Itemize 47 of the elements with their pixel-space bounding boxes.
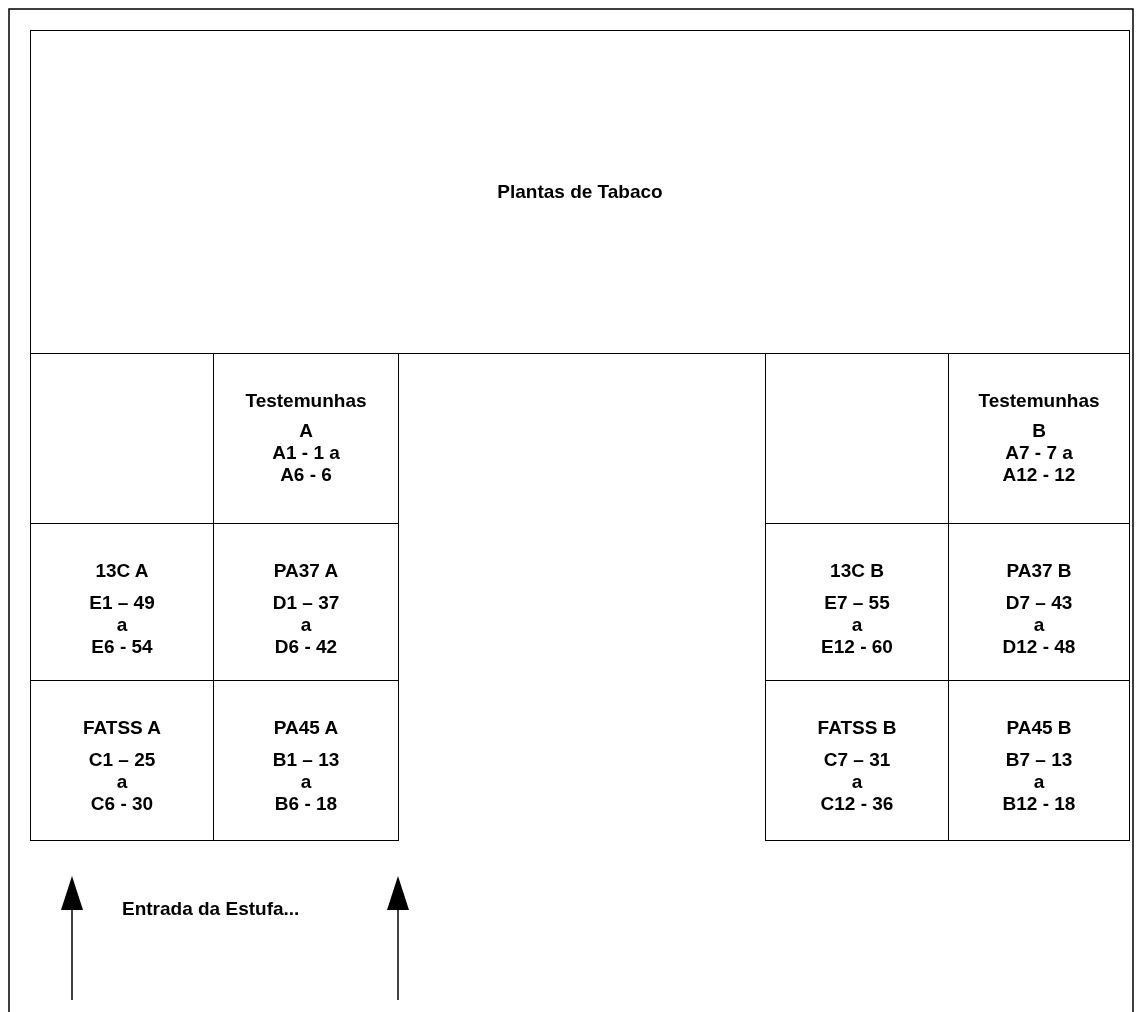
plot-range-text: D12 - 48 <box>1002 636 1076 658</box>
plot-range-text: E7 – 55 <box>824 592 890 614</box>
group-title: Testemunhas <box>245 390 367 412</box>
plot-range-text: a <box>851 614 863 636</box>
group-title: Testemunhas <box>978 390 1100 412</box>
group-title: 13C B <box>830 560 884 582</box>
plot-range-text: A12 - 12 <box>1002 464 1076 486</box>
field-area <box>30 30 1130 354</box>
plot-range-text: C12 - 36 <box>820 793 894 815</box>
plot-range-text: a <box>300 771 312 793</box>
plot-range-text: A <box>299 420 313 442</box>
plot-range-text: E6 - 54 <box>91 636 153 658</box>
group-title: 13C A <box>95 560 149 582</box>
group-title: PA45 B <box>1006 717 1072 739</box>
group-title: PA37 A <box>273 560 339 582</box>
bed-cell <box>765 680 949 841</box>
plot-range-text: C6 - 30 <box>90 793 154 815</box>
plot-range-text: E1 – 49 <box>89 592 155 614</box>
plot-range-text: D6 - 42 <box>274 636 338 658</box>
entrance-label: Entrada da Estufa... <box>122 898 300 920</box>
plot-range-text: a <box>1033 771 1045 793</box>
plot-range-text: A6 - 6 <box>280 464 332 486</box>
area-title: Plantas de Tabaco <box>497 181 663 203</box>
plot-range-text: a <box>116 771 128 793</box>
plot-range-text: D1 – 37 <box>272 592 340 614</box>
plot-range-text: B1 – 13 <box>272 749 340 771</box>
plot-range-text: a <box>851 771 863 793</box>
bed-cell <box>213 680 399 841</box>
plot-range-text: C1 – 25 <box>88 749 156 771</box>
plot-range-text: A1 - 1 a <box>272 442 340 464</box>
plot-range-text: B6 - 18 <box>274 793 338 815</box>
plot-range-text: B12 - 18 <box>1002 793 1076 815</box>
group-title: FATSS A <box>82 717 162 739</box>
plot-range-text: C7 – 31 <box>823 749 891 771</box>
group-title: PA37 B <box>1006 560 1072 582</box>
plot-range-text: a <box>116 614 128 636</box>
plot-range-text: B <box>1032 420 1046 442</box>
plot-range-text: B7 – 13 <box>1005 749 1073 771</box>
bed-cell <box>948 680 1130 841</box>
bed-cell <box>30 680 214 841</box>
plot-range-text: A7 - 7 a <box>1005 442 1073 464</box>
group-title: PA45 A <box>273 717 339 739</box>
group-title: FATSS B <box>817 717 897 739</box>
plot-range-text: a <box>300 614 312 636</box>
plot-range-text: E12 - 60 <box>821 636 893 658</box>
plot-range-text: a <box>1033 614 1045 636</box>
plot-range-text: D7 – 43 <box>1005 592 1073 614</box>
